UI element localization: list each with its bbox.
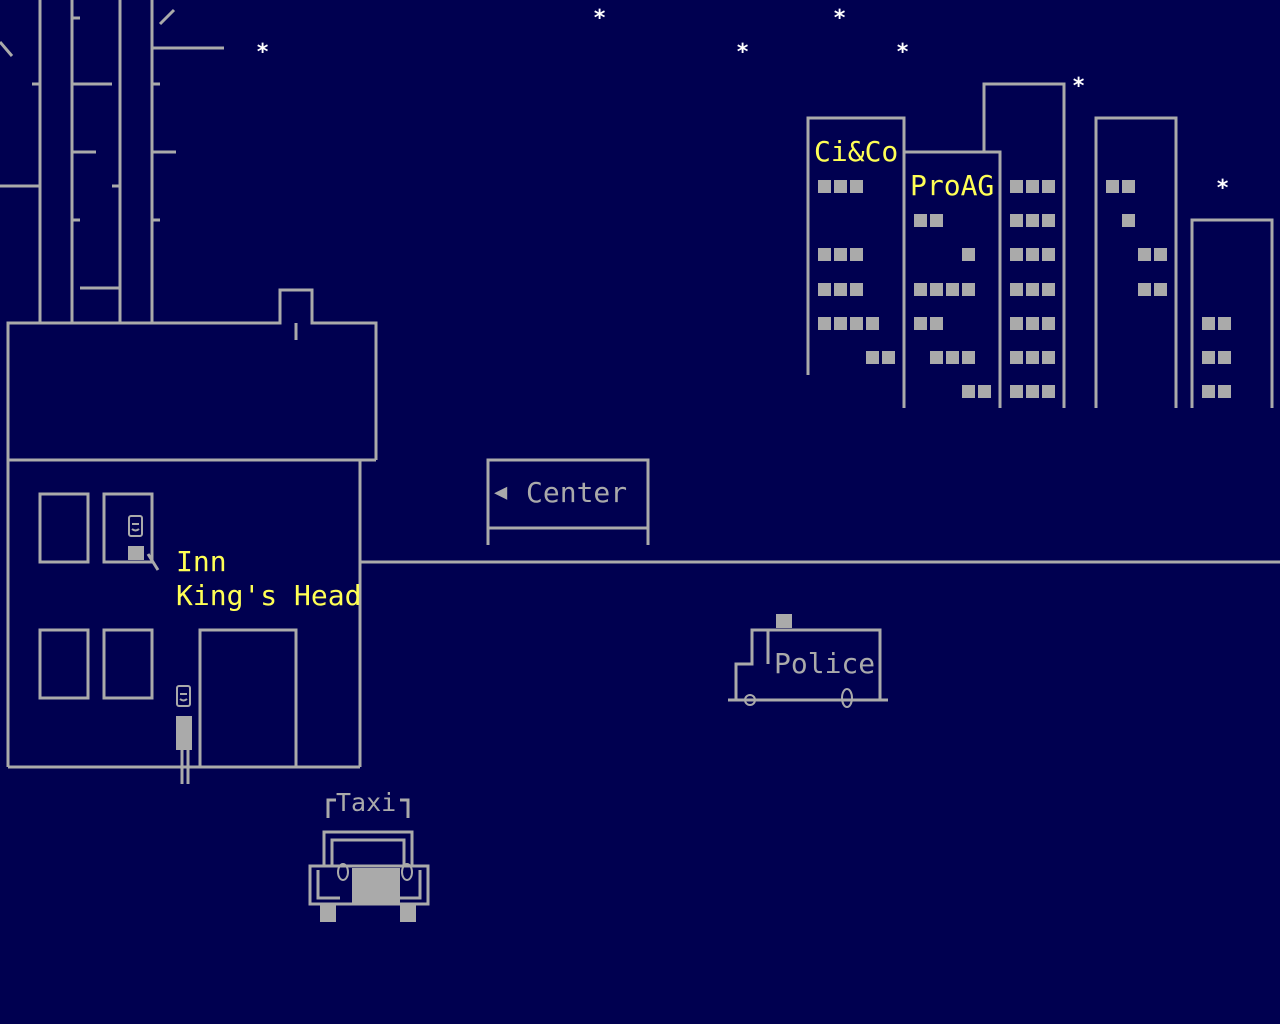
taxi-details — [320, 863, 416, 922]
police-car-target[interactable]: Police — [728, 612, 888, 712]
star-icon: * — [593, 6, 607, 31]
police-label: Police — [774, 647, 876, 680]
star-icon: * — [896, 40, 910, 65]
face-icon — [176, 685, 192, 750]
taxi-target[interactable]: Taxi — [308, 784, 432, 924]
taxi-label: Taxi — [336, 788, 397, 817]
center-sign-label: Center — [526, 476, 628, 509]
inn-door[interactable] — [200, 630, 296, 767]
inn-sign-line2: King's Head — [176, 579, 362, 612]
wheel-icon — [744, 688, 853, 708]
center-sign-board — [486, 458, 650, 545]
inn-sign-line1: Inn — [176, 545, 227, 578]
star-icon: * — [1072, 74, 1086, 99]
proag-sign: ProAG — [910, 169, 995, 202]
star-icon: * — [1216, 176, 1230, 201]
radio-tower — [0, 0, 224, 323]
innkeeper-character[interactable] — [124, 514, 154, 562]
arrow-left-icon: ◀ — [494, 480, 508, 505]
star-icon: * — [736, 40, 750, 65]
cico-sign: Ci&Co — [814, 135, 899, 168]
inn-building — [6, 288, 378, 784]
skyline — [806, 82, 1274, 408]
siren-icon — [776, 614, 792, 628]
star-icon: * — [833, 6, 847, 31]
center-sign[interactable]: ◀ Center — [488, 462, 648, 526]
face-icon — [128, 515, 144, 560]
player-character[interactable] — [172, 684, 196, 752]
star-icon: * — [256, 40, 270, 65]
